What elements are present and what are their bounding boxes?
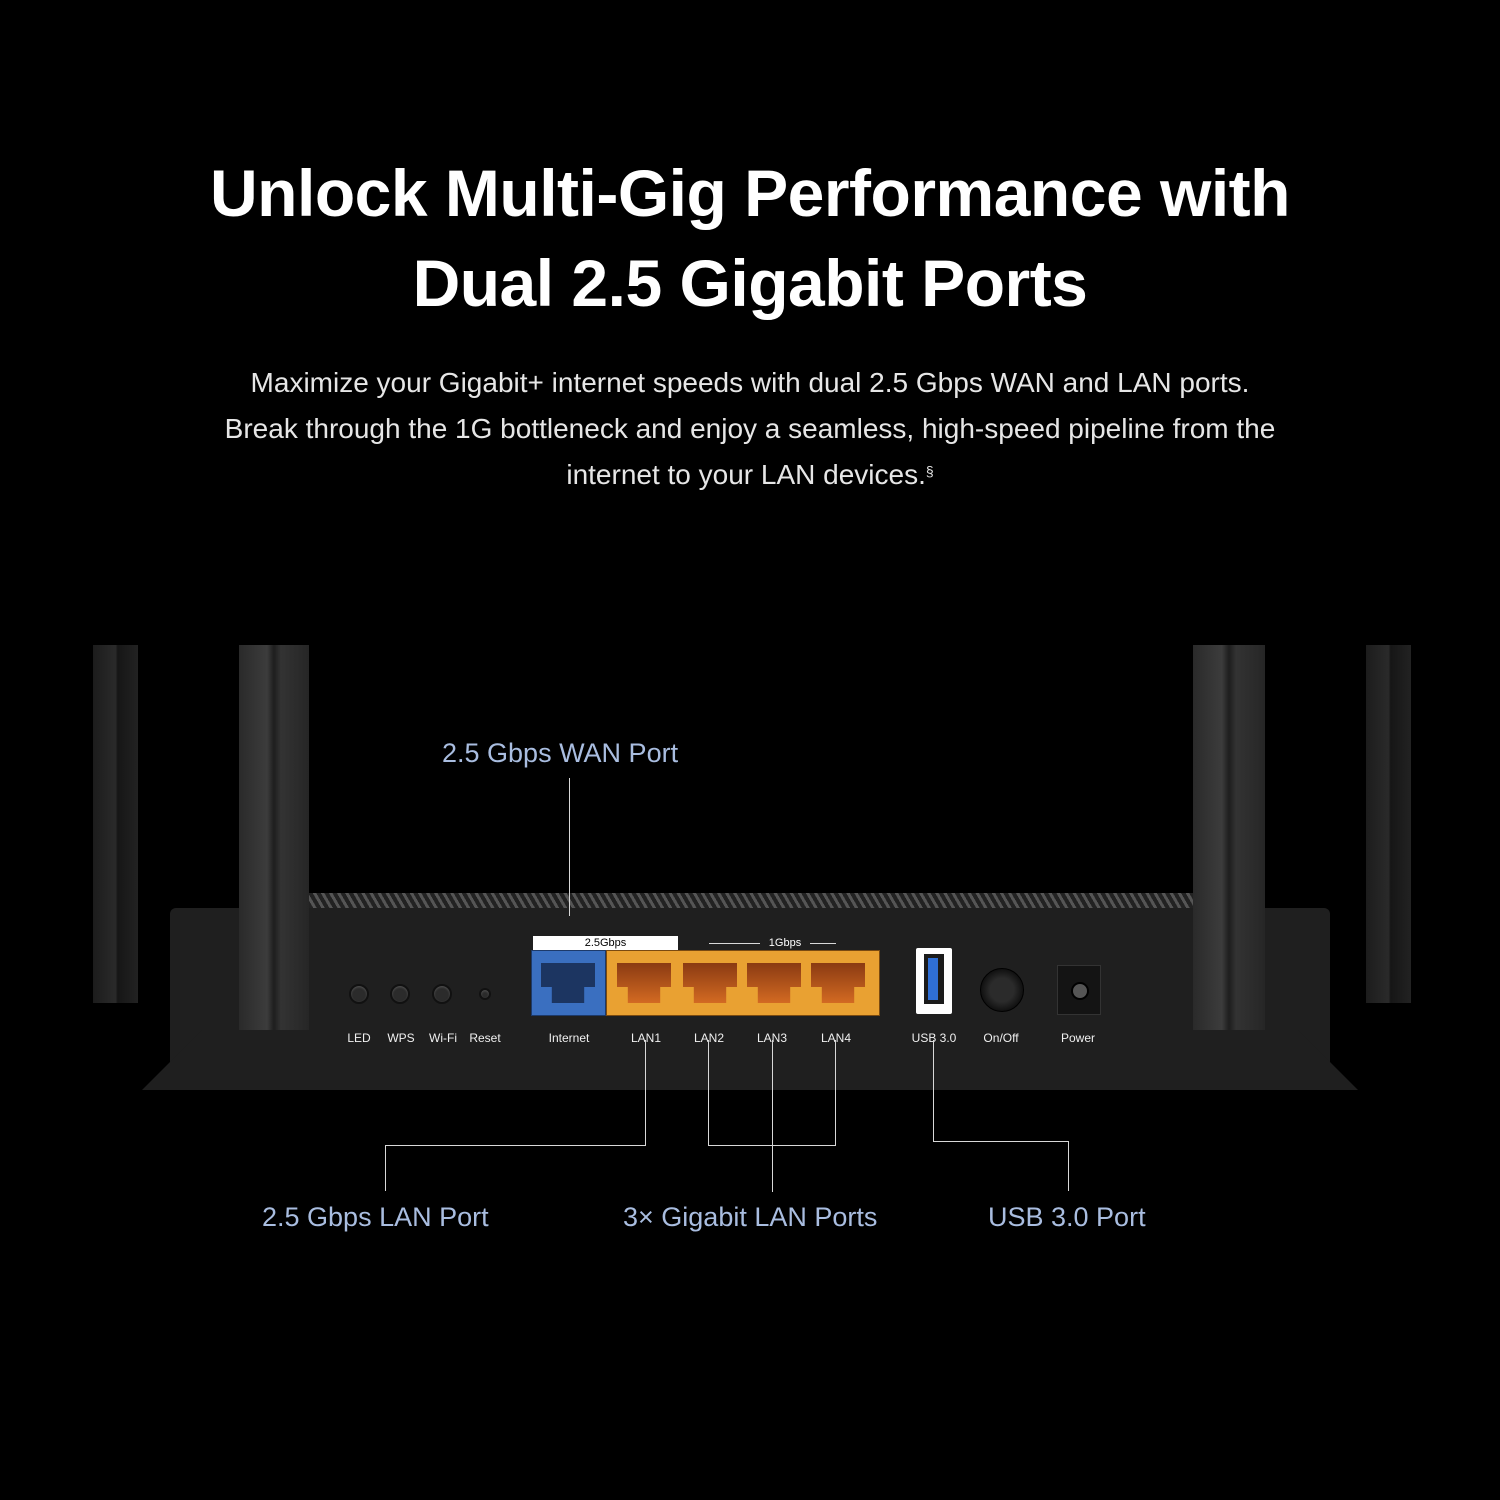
antenna-front-right [1193, 645, 1265, 1030]
power-switch [980, 968, 1024, 1012]
port-label-lan4: LAN4 [820, 1031, 852, 1045]
headline: Unlock Multi-Gig Performance with Dual 2… [0, 148, 1500, 328]
speed-label-2-5gbps: 2.5Gbps [533, 936, 678, 950]
ethernet-jack-icon [541, 963, 595, 1003]
port-label-lan3: LAN3 [756, 1031, 788, 1045]
leader-line-wan [569, 778, 570, 916]
leader-line-lan1-v [645, 1040, 646, 1146]
antenna-front-left [239, 645, 309, 1030]
wifi-button [432, 984, 452, 1004]
leader-line-lan4 [835, 1040, 836, 1146]
lan3-jack-icon [747, 963, 801, 1003]
port-label-internet: Internet [548, 1031, 590, 1045]
lan2-jack-icon [683, 963, 737, 1003]
dc-jack-icon [1071, 982, 1089, 1000]
power-jack [1057, 965, 1101, 1015]
usb-port [916, 948, 952, 1014]
description-line-2: Break through the 1G bottleneck and enjo… [224, 413, 1276, 444]
wps-button [390, 984, 410, 1004]
port-label-lan2: LAN2 [693, 1031, 725, 1045]
description-line-1: Maximize your Gigabit+ internet speeds w… [250, 367, 1250, 398]
reset-pinhole [479, 988, 491, 1000]
leader-line-usb-v [933, 1040, 934, 1142]
leader-line-lan1-drop [385, 1145, 386, 1191]
port-label-onoff: On/Off [983, 1031, 1019, 1045]
port-label-lan1: LAN1 [630, 1031, 662, 1045]
leader-line-lan2 [708, 1040, 709, 1146]
headline-line-1: Unlock Multi-Gig Performance with [210, 156, 1290, 230]
led-button [349, 984, 369, 1004]
lan4-jack-icon [811, 963, 865, 1003]
callout-usb-port: USB 3.0 Port [988, 1202, 1146, 1232]
lan-ports [606, 950, 880, 1016]
speed-label-1gbps: 1Gbps [760, 936, 810, 950]
description: Maximize your Gigabit+ internet speeds w… [0, 360, 1500, 498]
headline-line-2: Dual 2.5 Gigabit Ports [412, 246, 1088, 320]
footnote-mark: § [925, 463, 934, 479]
antenna-back-left [93, 645, 138, 1003]
wan-port [531, 950, 606, 1016]
callout-gigabit-lan-ports: 3× Gigabit LAN Ports [623, 1202, 878, 1232]
leader-line-lan3 [772, 1040, 773, 1192]
callout-wan-port: 2.5 Gbps WAN Port [442, 738, 679, 768]
antenna-back-right [1366, 645, 1411, 1003]
leader-line-lan1-h [385, 1145, 646, 1146]
port-label-power: Power [1060, 1031, 1096, 1045]
leader-line-usb-h [933, 1141, 1069, 1142]
callout-2-5g-lan-port: 2.5 Gbps LAN Port [262, 1202, 489, 1232]
usb-3-blue-tongue [928, 958, 938, 1000]
port-label-led: LED [347, 1031, 371, 1045]
leader-line-usb-drop [1068, 1141, 1069, 1191]
port-label-wps: WPS [387, 1031, 415, 1045]
lan1-jack-icon [617, 963, 671, 1003]
port-label-reset: Reset [469, 1031, 501, 1045]
port-label-wifi: Wi-Fi [429, 1031, 457, 1045]
port-label-usb: USB 3.0 [911, 1031, 957, 1045]
description-line-3: internet to your LAN devices.§ [566, 459, 934, 490]
